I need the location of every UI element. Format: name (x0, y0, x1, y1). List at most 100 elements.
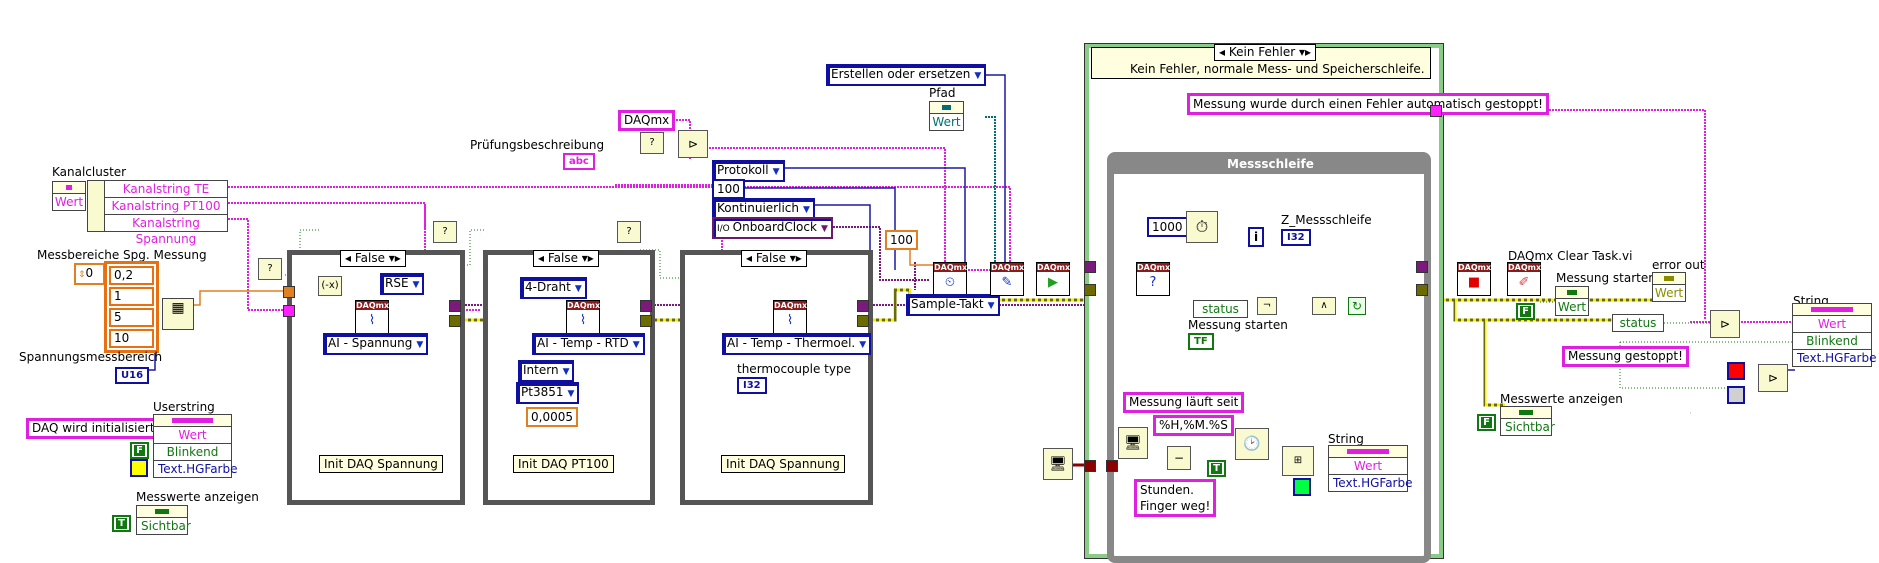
bool-value: F (1520, 306, 1531, 317)
select-icon[interactable]: ⊳ (678, 130, 708, 158)
array-element[interactable]: 5 (109, 308, 154, 327)
case-note: Init DAQ Spannung (319, 455, 443, 473)
thermocouple-type-control[interactable]: I32 (737, 377, 767, 394)
start-false-constant[interactable]: F (1516, 303, 1535, 320)
daqmx-title: DAQmx (991, 263, 1025, 272)
error-message-constant[interactable]: Messung wurde durch einen Fehler automat… (1187, 93, 1549, 115)
red-color-box[interactable] (1727, 362, 1745, 380)
enum-value: Sample-Takt (911, 297, 984, 311)
status-field: status (1202, 302, 1239, 316)
channel-icon: ⌇ (786, 313, 794, 328)
channel-type-enum[interactable]: AI - Temp - Thermoel.▼ (722, 333, 872, 355)
empty-string-check[interactable]: ? (617, 221, 641, 243)
messbereiche-array[interactable]: 0,2 1 5 10 (104, 261, 159, 353)
index-array-icon[interactable]: ▦ (162, 298, 194, 330)
array-element[interactable]: 0,2 (109, 266, 154, 285)
concatenate-strings-icon[interactable]: ⊞ (1282, 446, 1314, 476)
userstring-property-node[interactable]: Wert Blinkend Text.HGFarbe (153, 414, 238, 478)
rtd-type-enum[interactable]: Pt3851▼ (516, 382, 580, 404)
array-index[interactable]: ⇕0 (74, 263, 105, 285)
messwerte-left-property-node[interactable]: Sichtbar (136, 505, 191, 535)
daqmx-clear-task-vi[interactable]: DAQmx✐ (1507, 262, 1541, 296)
case-note: Init DAQ Spannung (721, 455, 845, 473)
case-selector[interactable]: ◂ Kein Fehler ▾▸ (1214, 44, 1317, 61)
terminal-config-enum[interactable]: RSE▼ (380, 273, 425, 295)
prop-text-hgfarbe: Text.HGFarbe (1797, 351, 1877, 365)
green-color-box[interactable] (1293, 478, 1311, 496)
format-time-icon[interactable]: 🕑 (1235, 428, 1269, 460)
userstring-constant[interactable]: DAQ wird initialisiert. (26, 418, 165, 439)
not-icon[interactable]: ¬ (1257, 297, 1277, 315)
subtract-icon[interactable]: − (1167, 446, 1191, 470)
pruefung-control[interactable]: abc (563, 153, 595, 170)
select-icon[interactable]: ⊳ (1710, 310, 1740, 338)
array-element[interactable]: 1 (109, 287, 154, 306)
unbundle-by-name[interactable] (87, 180, 105, 232)
sample-mode-enum[interactable]: Kontinuierlich▼ (712, 198, 815, 220)
time-format-constant[interactable]: %H,%M.%S (1153, 415, 1234, 436)
excitation-source-enum[interactable]: Intern▼ (518, 360, 575, 382)
hours-text-constant[interactable]: Stunden. Finger weg! (1134, 479, 1217, 517)
enum-value: Intern (523, 363, 559, 377)
messung-starten-control[interactable]: TF (1188, 333, 1214, 350)
prop-blinkend: Blinkend (1793, 333, 1871, 350)
logging-mode-enum[interactable]: Protokoll▼ (712, 160, 785, 182)
messwerte-right-property-node[interactable]: Sichtbar (1500, 406, 1555, 436)
daqmx-create-channel-vi[interactable]: DAQmx⌇ (773, 300, 807, 334)
visible-false-constant[interactable]: F (1477, 414, 1496, 431)
get-time-icon[interactable]: 🖥 (1043, 448, 1073, 480)
daqmx-timing-vi[interactable]: DAQmx⏲ (933, 262, 967, 296)
pfad-property-node[interactable]: Wert (929, 101, 964, 131)
prop-wert: Wert (1557, 300, 1587, 314)
loop-condition-icon[interactable]: ↻ (1348, 297, 1366, 315)
messbereiche-label: Messbereiche Spg. Messung (37, 248, 207, 262)
spannungsmessbereich-control[interactable]: U16 (115, 367, 150, 384)
file-mode-enum[interactable]: Erstellen oder ersetzen▼ (826, 64, 987, 86)
daqmx-configure-logging-vi[interactable]: DAQmx✎ (990, 262, 1024, 296)
dropdown-arrow-icon: ▼ (772, 167, 780, 177)
samples-constant[interactable]: 100 (885, 230, 918, 250)
running-text-constant[interactable]: Messung läuft seit (1123, 392, 1245, 413)
tunnel (640, 300, 652, 312)
wait-metronome-icon[interactable]: ⏱ (1186, 211, 1218, 243)
rate-constant[interactable]: 100 (712, 179, 745, 199)
daqmx-string-constant[interactable]: DAQmx (618, 110, 676, 131)
daqmx-stop-task-vi[interactable]: DAQmx■ (1457, 262, 1491, 296)
array-element[interactable]: 10 (109, 329, 154, 348)
case-selector[interactable]: ◂ False ▾▸ (741, 250, 807, 267)
counter-label: Z_Messschleife (1281, 213, 1372, 227)
case-structure-thermocouple[interactable] (680, 250, 873, 505)
select-icon[interactable]: ⊳ (1758, 364, 1788, 392)
enum-value: AI - Temp - Thermoel. (727, 336, 856, 350)
string-property-node[interactable]: Wert Text.HGFarbe (1328, 445, 1413, 492)
wire-mode-enum[interactable]: 4-Draht▼ (520, 277, 587, 299)
messung-starten-property-node[interactable]: Wert (1555, 286, 1589, 316)
empty-string-check[interactable]: ? (640, 132, 664, 154)
daqmx-is-task-done-vi[interactable]: DAQmx? (1136, 262, 1170, 296)
daqmx-start-task-vi[interactable]: DAQmx▶ (1036, 262, 1070, 296)
empty-string-check[interactable]: ? (433, 221, 457, 243)
negate-icon[interactable]: (-x) (318, 276, 342, 296)
blink-false-constant[interactable]: F (130, 442, 149, 459)
relative-time-true-constant[interactable]: T (1207, 460, 1226, 477)
gray-color-box[interactable] (1727, 386, 1745, 404)
case-selector[interactable]: ◂ False ▾▸ (533, 250, 599, 267)
visible-true-constant[interactable]: T (112, 515, 131, 532)
timing-type-enum[interactable]: Sample-Takt▼ (906, 294, 1000, 316)
get-time-icon[interactable]: 🖥 (1118, 427, 1148, 459)
yellow-color-box[interactable] (130, 459, 148, 477)
error-out-property-node[interactable]: Wert (1652, 272, 1686, 302)
case-selector[interactable]: ◂ False ▾▸ (340, 250, 406, 267)
clock-source-constant[interactable]: I/O OnboardClock▼ (712, 217, 833, 239)
daqmx-create-channel-vi[interactable]: DAQmx⌇ (355, 300, 389, 334)
channel-type-enum[interactable]: AI - Temp - RTD▼ (532, 333, 645, 355)
daqmx-create-channel-vi[interactable]: DAQmx⌇ (566, 300, 600, 334)
stopped-text-constant[interactable]: Messung gestoppt! (1562, 346, 1689, 367)
kanalcluster-property-node[interactable]: Wert (52, 181, 86, 211)
and-icon[interactable]: ∧ (1312, 297, 1336, 315)
channel-type-enum[interactable]: AI - Spannung▼ (323, 333, 429, 355)
string-right-property-node[interactable]: Wert Blinkend Text.HGFarbe (1792, 303, 1877, 367)
empty-string-check[interactable]: ? (258, 258, 282, 280)
wait-ms-constant[interactable]: 1000 (1147, 217, 1188, 237)
excitation-current-constant[interactable]: 0,0005 (526, 407, 578, 427)
